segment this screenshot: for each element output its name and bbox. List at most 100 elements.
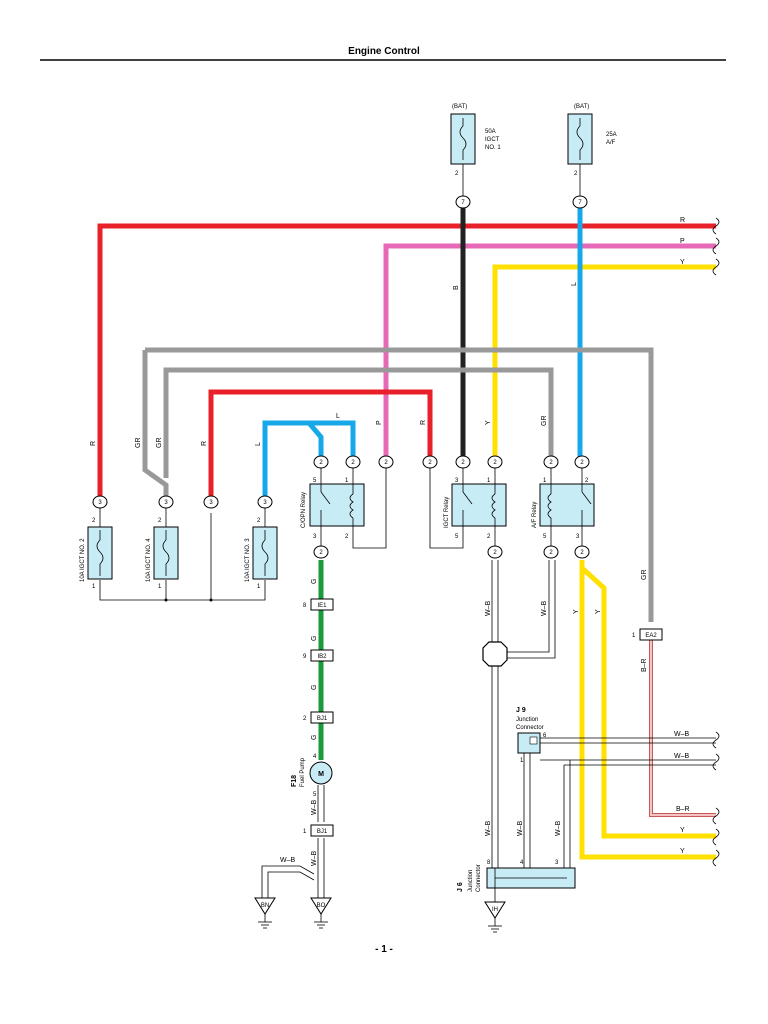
wire-gr-fuse4 <box>142 350 169 497</box>
svg-text:2: 2 <box>303 716 307 722</box>
wire-l-right <box>309 420 356 458</box>
label-l-3: L <box>336 413 340 420</box>
conn-top-af: 7 <box>572 195 588 209</box>
connector-bj1-top: BJ1 2 <box>303 711 334 724</box>
svg-text:10A IGCT NO. 4: 10A IGCT NO. 4 <box>146 538 152 582</box>
conn-af-bot2: 2 <box>574 545 590 559</box>
svg-text:3: 3 <box>555 860 559 866</box>
connector-ib2: IB2 9 <box>303 649 334 662</box>
label-gr-3: GR <box>541 416 548 427</box>
svg-text:1: 1 <box>257 584 261 590</box>
svg-text:Connector: Connector <box>476 864 482 892</box>
svg-text:BJ1: BJ1 <box>317 716 328 722</box>
label-wb-3: W–B <box>485 821 492 837</box>
svg-text:10A IGCT NO. 2: 10A IGCT NO. 2 <box>80 538 86 582</box>
svg-text:9: 9 <box>303 654 307 660</box>
label-y-5: Y <box>680 827 685 834</box>
label-br-2: B–R <box>676 806 690 813</box>
connector-bj1-bot: BJ1 1 <box>303 824 334 837</box>
connector-ea2: EA2 1 <box>632 628 663 641</box>
conn-junction-r: 3 <box>203 495 219 509</box>
ground-ih: IH <box>484 901 506 933</box>
label-wb-5: W–B <box>555 821 562 837</box>
svg-text:IGCT: IGCT <box>485 137 500 143</box>
conn-r: 2 <box>422 455 438 469</box>
svg-text:1: 1 <box>632 633 636 639</box>
svg-text:6: 6 <box>543 733 547 739</box>
conn-fuse-no3: 3 <box>257 495 273 509</box>
svg-text:1: 1 <box>303 829 307 835</box>
svg-text:3: 3 <box>576 534 580 540</box>
label-r-2: R <box>201 441 208 446</box>
connector-ie1: IE1 8 <box>303 598 334 611</box>
label-p-2: P <box>376 420 383 425</box>
label-g-2: G <box>311 636 318 641</box>
label-wb-7: W–B <box>674 753 690 760</box>
svg-text:2: 2 <box>549 460 553 466</box>
label-wb-9: W–B <box>311 851 318 867</box>
svg-text:1: 1 <box>487 478 491 484</box>
ground-bo: BO <box>310 897 332 929</box>
conn-copn-b: 2 <box>345 455 361 469</box>
label-p-main: P <box>680 238 685 245</box>
svg-text:5: 5 <box>313 792 317 798</box>
svg-text:2: 2 <box>351 460 355 466</box>
svg-text:2: 2 <box>455 171 459 177</box>
svg-text:25A: 25A <box>606 132 617 138</box>
label-wb-8: W–B <box>311 800 318 816</box>
svg-text:F18: F18 <box>291 775 298 787</box>
motor-symbol: M <box>318 771 324 778</box>
svg-text:C/OPN Relay: C/OPN Relay <box>301 492 307 528</box>
conn-top-igct: 7 <box>455 195 471 209</box>
conn-fuse-no4: 3 <box>158 495 174 509</box>
label-y-6: Y <box>680 848 685 855</box>
wire-gr-outer <box>145 347 654 622</box>
svg-text:1: 1 <box>520 758 524 764</box>
svg-text:3: 3 <box>98 500 102 506</box>
label-gr-1: GR <box>135 438 142 449</box>
label-r-main: R <box>680 217 685 224</box>
svg-text:2: 2 <box>461 460 465 466</box>
svg-text:2: 2 <box>158 518 162 524</box>
svg-text:EA2: EA2 <box>645 633 657 639</box>
svg-text:A/F: A/F <box>606 140 616 146</box>
conn-igct-b: 2 <box>487 455 503 469</box>
svg-text:50A: 50A <box>485 129 496 135</box>
svg-text:7: 7 <box>461 200 465 206</box>
ground-bn: BN <box>254 897 276 929</box>
svg-text:2: 2 <box>92 518 96 524</box>
label-y-main: Y <box>680 259 685 266</box>
label-y-3: Y <box>573 609 580 614</box>
label-wb-10: W–B <box>280 857 296 864</box>
svg-text:2: 2 <box>549 550 553 556</box>
svg-text:IGCT Relay: IGCT Relay <box>444 497 450 528</box>
label-l-2: L <box>255 442 262 446</box>
wire-y-main <box>492 264 716 458</box>
svg-text:10A IGCT NO. 3: 10A IGCT NO. 3 <box>245 538 251 582</box>
conn-af-bot1: 2 <box>543 545 559 559</box>
svg-text:2: 2 <box>345 534 349 540</box>
label-g-4: G <box>311 735 318 740</box>
fuse-25a-af: (BAT) 25A A/F 2 <box>567 104 617 177</box>
svg-text:IE1: IE1 <box>317 603 327 609</box>
conn-copn-bot: 2 <box>313 545 329 559</box>
wire-y-lower2 <box>580 566 716 839</box>
svg-text:Fuel Pump: Fuel Pump <box>300 757 306 787</box>
svg-text:BN: BN <box>261 903 269 909</box>
svg-text:2: 2 <box>493 550 497 556</box>
svg-text:NO. 1: NO. 1 <box>485 145 501 151</box>
conn-copn-a: 2 <box>313 455 329 469</box>
svg-text:2: 2 <box>428 460 432 466</box>
label-br-1: B–R <box>641 658 648 672</box>
label-wb-2: W–B <box>541 601 548 617</box>
svg-text:(BAT): (BAT) <box>452 104 467 110</box>
svg-text:1: 1 <box>92 584 96 590</box>
fuse-10a-igct-no2: 2 1 10A IGCT NO. 2 <box>80 518 113 590</box>
label-g-3: G <box>311 685 318 690</box>
svg-text:7: 7 <box>578 200 582 206</box>
svg-text:Junction: Junction <box>516 717 538 723</box>
label-r-left: R <box>90 441 97 446</box>
svg-text:Connector: Connector <box>516 725 544 731</box>
fuse-50a-igct-no1: (BAT) 50A IGCT NO. 1 2 <box>450 104 501 177</box>
svg-text:3: 3 <box>263 500 267 506</box>
